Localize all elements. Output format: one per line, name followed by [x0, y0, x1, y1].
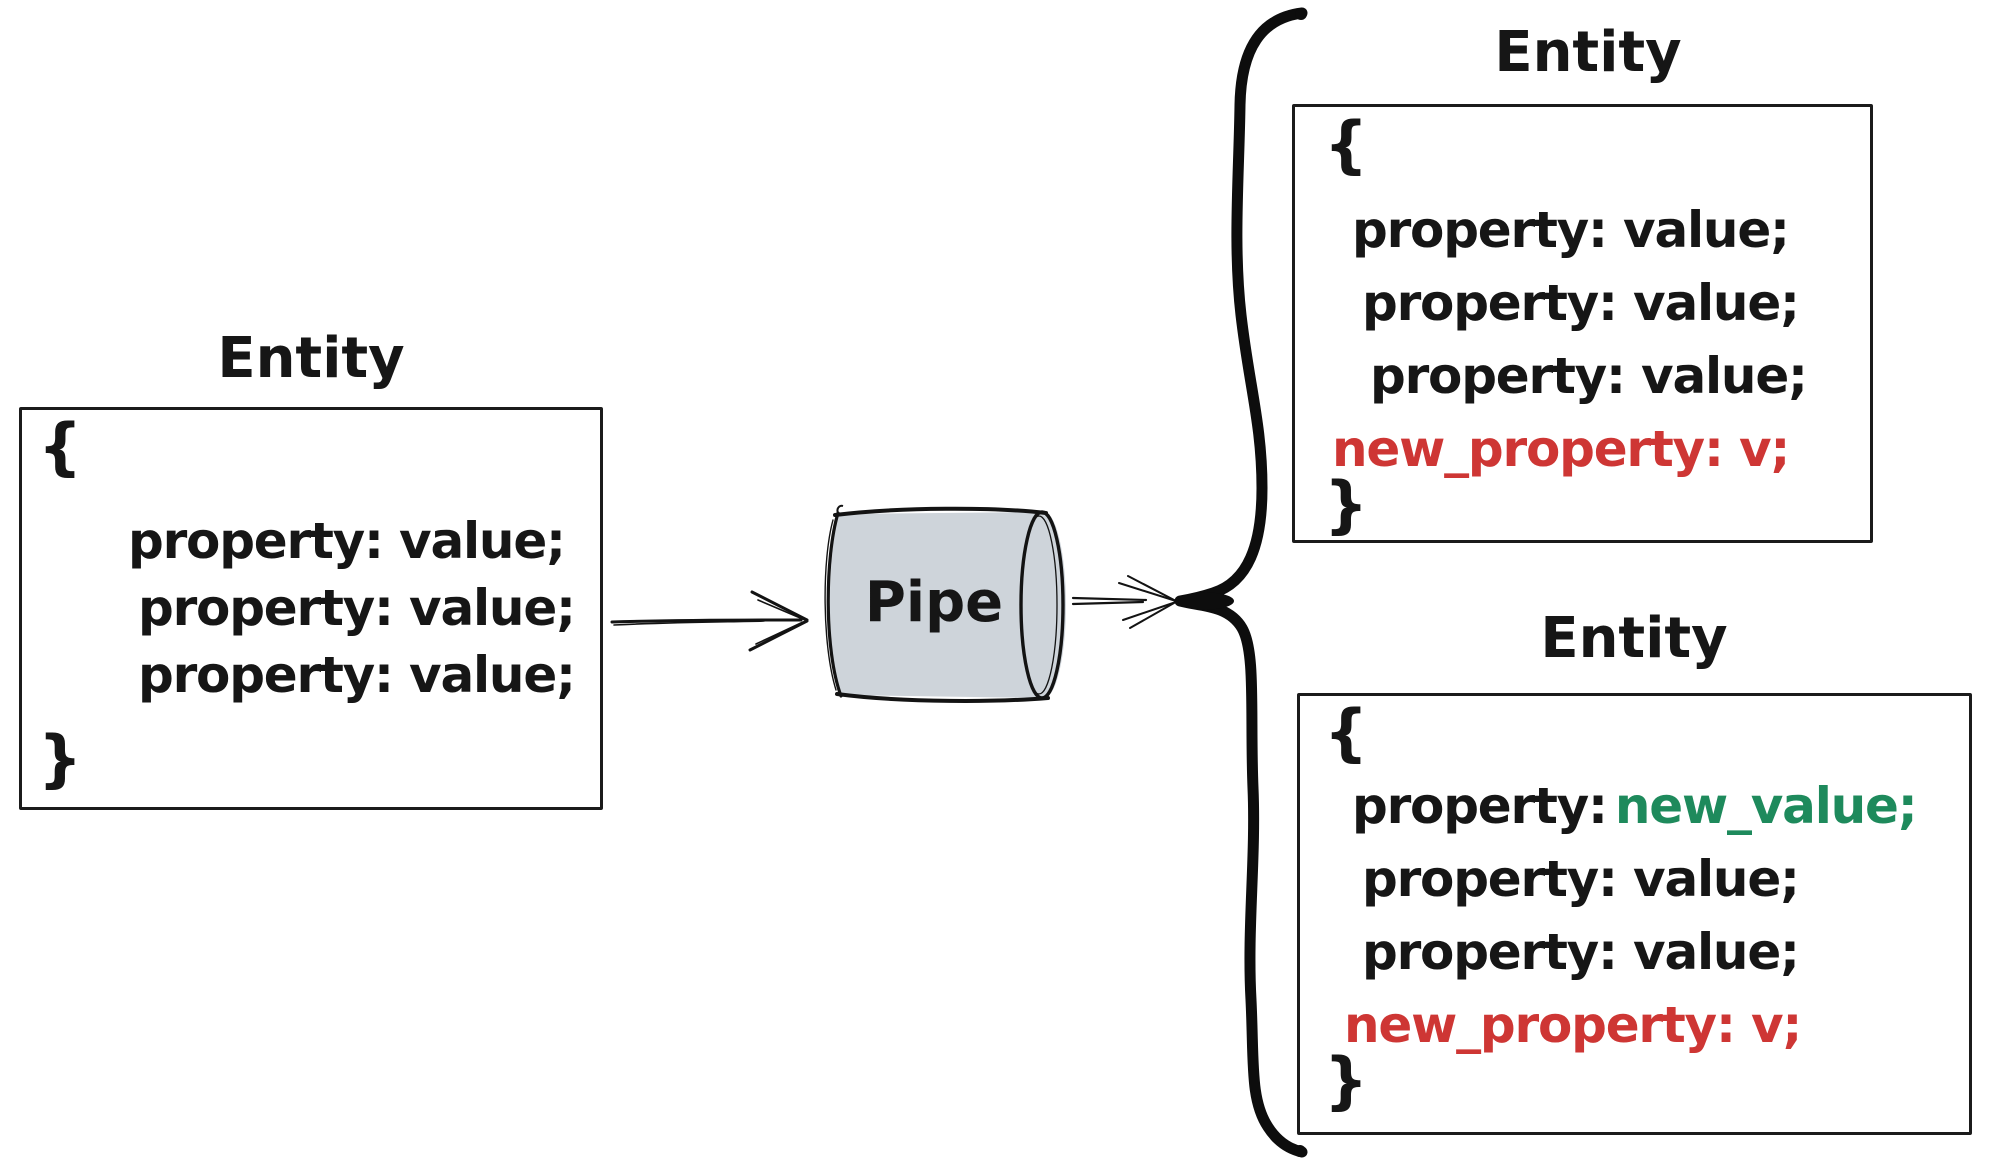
new-value-segment: new_value;	[1614, 777, 1918, 835]
pipe-opening-echo	[1020, 515, 1058, 695]
pipe-cylinder-icon	[824, 504, 1066, 703]
output-entity-bottom-box	[1297, 693, 1972, 1135]
output-entity-top-title: Entity	[1494, 20, 1682, 85]
source-open-brace: {	[38, 410, 83, 483]
changed-property-line: property:new_value;	[1352, 770, 1918, 843]
source-entity-title: Entity	[217, 326, 405, 391]
arrow-left-to-pipe	[610, 590, 809, 652]
arrow-pipe-to-brace	[1071, 575, 1177, 629]
source-close-brace: }	[38, 722, 83, 795]
output-top-close-brace: }	[1324, 468, 1369, 541]
source-entity-properties: property: value; property: value; proper…	[128, 508, 576, 709]
output-entity-bottom-properties: property:new_value; property: value; pro…	[1344, 770, 1918, 1062]
property-line: property: value;	[1362, 274, 1800, 332]
output-entity-bottom-title: Entity	[1540, 606, 1728, 671]
pipe-body	[829, 512, 1066, 698]
added-property-line: new_property: v;	[1344, 996, 1802, 1054]
source-entity-box	[19, 407, 603, 810]
pipe-label: Pipe	[864, 570, 1004, 635]
output-top-open-brace: {	[1324, 108, 1369, 181]
property-key: property:	[1352, 777, 1608, 835]
property-line: property: value;	[138, 646, 576, 704]
output-entity-top-box	[1292, 104, 1873, 543]
added-property-line: new_property: v;	[1332, 420, 1790, 478]
output-entity-top-properties: property: value; property: value; proper…	[1332, 194, 1808, 486]
output-bottom-open-brace: {	[1324, 696, 1369, 769]
split-brace	[1174, 7, 1308, 1158]
output-bottom-close-brace: }	[1324, 1044, 1369, 1117]
property-line: property: value;	[1362, 923, 1800, 981]
property-line: property: value;	[138, 579, 576, 637]
property-line: property: value;	[1352, 201, 1790, 259]
property-line: property: value;	[1370, 347, 1808, 405]
property-line: property: value;	[1362, 850, 1800, 908]
property-line: property: value;	[128, 512, 566, 570]
